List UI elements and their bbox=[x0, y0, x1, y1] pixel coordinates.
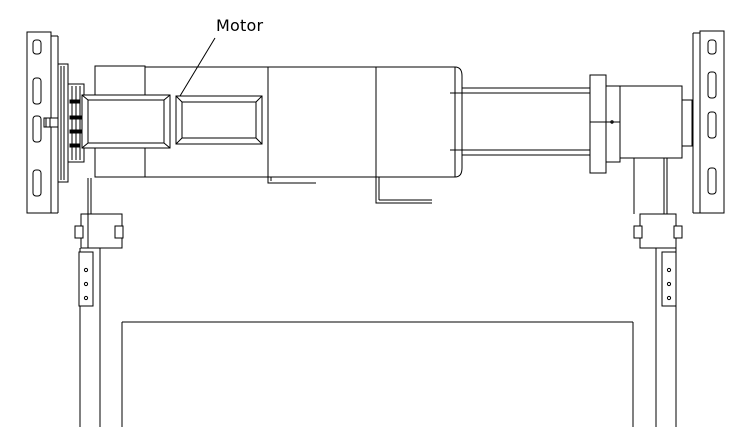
conveyor-frame bbox=[79, 248, 677, 427]
bearing-flange bbox=[589, 74, 693, 174]
drive-shaft bbox=[450, 87, 590, 156]
sprocket-assembly bbox=[43, 63, 85, 183]
right-hanger-bracket bbox=[633, 155, 683, 307]
motor-callout-label: Motor bbox=[216, 16, 264, 35]
motor-leader-line bbox=[179, 37, 216, 97]
right-mounting-plate bbox=[692, 30, 725, 214]
left-hanger-bracket bbox=[74, 178, 124, 307]
motor-body bbox=[81, 65, 463, 204]
